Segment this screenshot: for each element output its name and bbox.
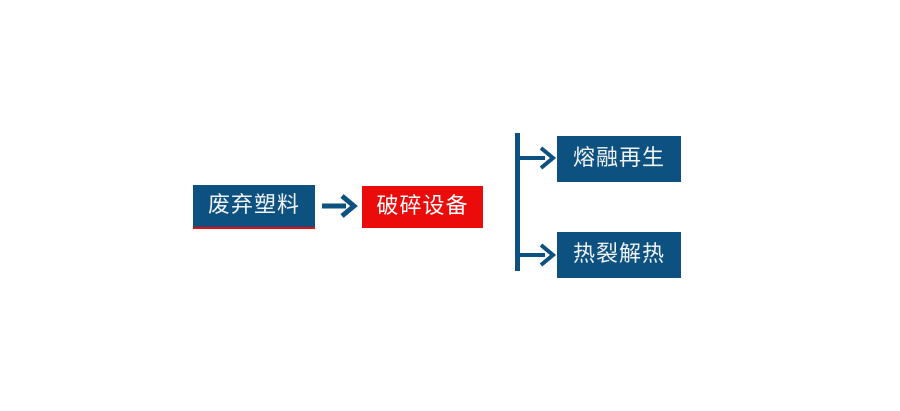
node-melt-regeneration-label: 熔融再生: [572, 146, 665, 171]
node-crushing-equipment-label: 破碎设备: [376, 194, 469, 219]
node-crushing-equipment[interactable]: 破碎设备: [362, 186, 483, 228]
node-waste-plastic-label: 废弃塑料: [207, 193, 300, 218]
arrow-right-icon-main: [322, 194, 358, 218]
node-pyrolysis-heat-label: 热裂解热: [572, 242, 665, 267]
node-pyrolysis-heat[interactable]: 热裂解热: [557, 232, 681, 278]
connector-branch-trunk: [515, 133, 520, 271]
node-waste-plastic-accent-underline: [193, 227, 315, 229]
arrow-right-icon-branch-top: [517, 146, 557, 170]
arrow-right-icon-branch-bottom: [517, 243, 557, 267]
node-melt-regeneration[interactable]: 熔融再生: [557, 136, 681, 182]
node-waste-plastic[interactable]: 废弃塑料: [193, 185, 315, 227]
